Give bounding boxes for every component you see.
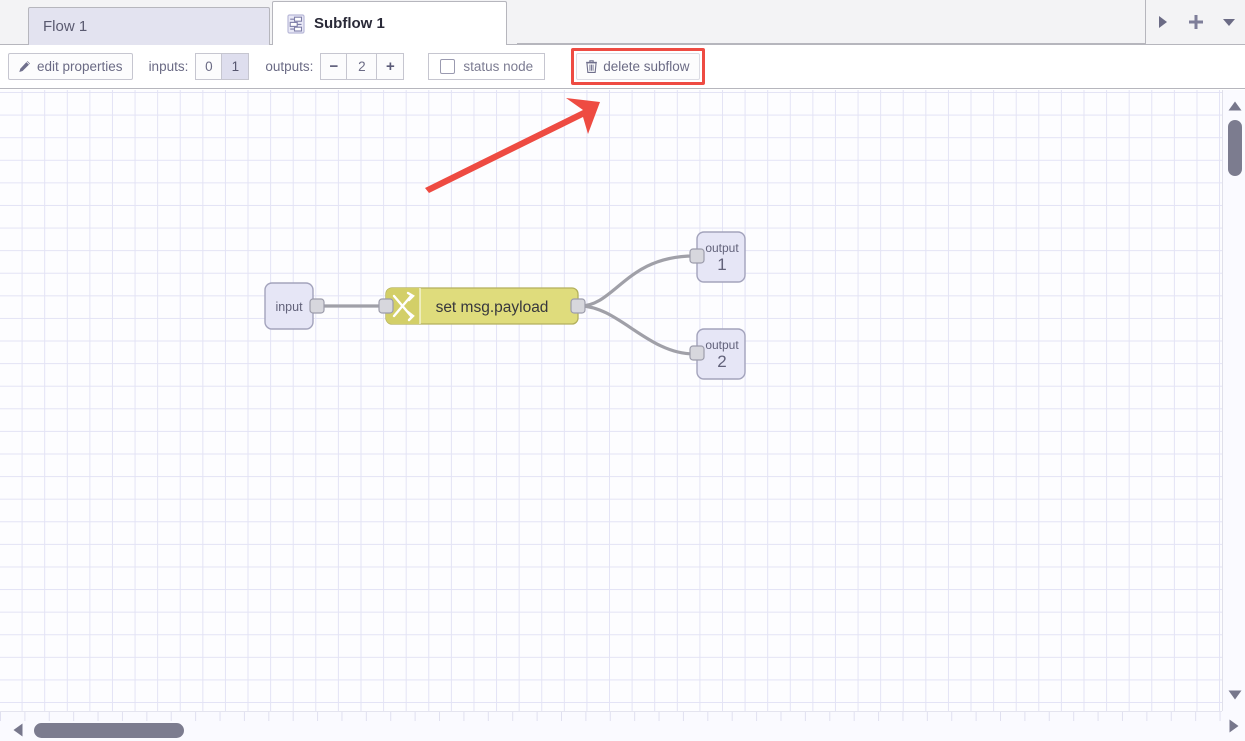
outputs-label: outputs: [265,59,314,74]
outputs-stepper: − 2 + [320,53,405,80]
delete-subflow-label: delete subflow [603,59,690,74]
tab-flow-1-label: Flow 1 [43,18,88,35]
red-arrow-annotation [425,98,600,193]
pencil-icon [18,60,31,73]
change-node: set msg.payload [378,287,586,325]
tab-bar-filler [517,6,1145,44]
tab-subflow-1[interactable]: Subflow 1 [272,1,507,45]
link-change-to-output-1 [578,254,696,308]
scroll-up-arrow[interactable] [1227,100,1243,112]
horizontal-scrollbar[interactable] [0,711,1222,741]
tab-bar: Flow 1 Subflow 1 [0,0,1245,45]
scroll-left-arrow[interactable] [10,723,26,737]
outputs-increment-button[interactable]: + [377,53,405,80]
delete-subflow-button[interactable]: delete subflow [576,53,700,80]
link-change-to-output-2 [578,304,696,356]
subflow-icon [287,13,305,34]
status-node-label: status node [463,59,534,74]
vertical-scrollbar[interactable] [1222,90,1245,711]
outputs-value: 2 [347,53,378,80]
play-icon[interactable] [1151,10,1175,34]
checkbox-icon[interactable] [440,59,456,74]
status-node-toggle[interactable]: status node [428,53,546,80]
inputs-option-1[interactable]: 1 [222,53,250,80]
subflow-toolbar: edit properties inputs: 0 1 outputs: − 2… [0,45,1245,89]
inputs-label: inputs: [148,59,189,74]
tab-bar-actions [1145,0,1245,44]
plus-icon[interactable] [1184,10,1208,34]
svg-text:output: output [705,241,739,255]
scroll-right-arrow[interactable] [1222,711,1245,741]
vertical-scroll-thumb[interactable] [1228,120,1242,176]
svg-text:output: output [705,338,739,352]
subflow-input-node: input [264,282,325,330]
edit-properties-button[interactable]: edit properties [8,53,133,80]
flow-canvas[interactable]: input set msg.payload [0,90,1222,711]
svg-text:2: 2 [717,352,726,371]
chevron-down-icon[interactable] [1217,10,1241,34]
trash-icon [586,60,598,73]
edit-properties-label: edit properties [37,59,123,74]
outputs-decrement-button[interactable]: − [320,53,348,80]
shuffle-icon [392,291,415,322]
svg-text:1: 1 [717,255,726,274]
svg-text:input: input [275,300,303,314]
tab-list: Flow 1 Subflow 1 [0,0,507,45]
horizontal-scroll-thumb[interactable] [34,723,184,738]
delete-subflow-highlight: delete subflow [571,48,705,85]
change-node-label: set msg.payload [436,299,549,316]
subflow-output-2-node: output 2 [689,328,746,380]
scroll-down-arrow[interactable] [1227,689,1243,701]
scroll-ruler-ticks [0,712,1222,721]
tab-subflow-1-label: Subflow 1 [314,15,385,32]
inputs-selector: 0 1 [195,53,250,80]
tab-flow-1[interactable]: Flow 1 [28,7,270,45]
inputs-option-0[interactable]: 0 [195,53,223,80]
subflow-output-1-node: output 1 [689,231,746,283]
